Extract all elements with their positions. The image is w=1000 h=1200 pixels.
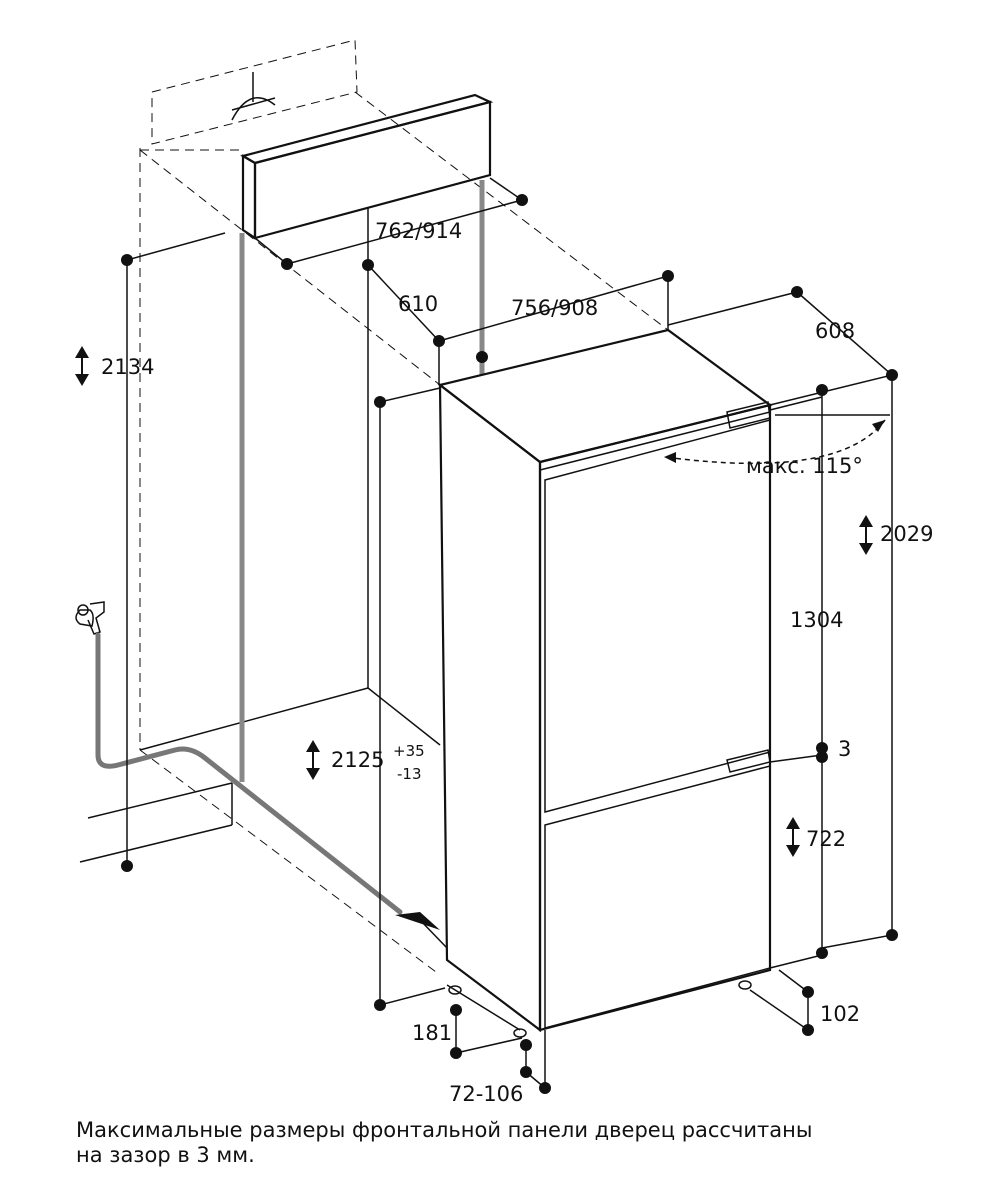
foot-range-label: 72-106 [449,1082,523,1106]
water-inlet-arrow-icon [395,912,440,930]
dimension-markers [121,194,898,1094]
niche-depth-label: 610 [398,292,438,316]
appliance-height-label: 2029 [880,522,933,546]
niche-outline [79,39,669,976]
fridge-body [437,328,773,1038]
top-width-label: 762/914 [375,219,462,243]
caption-line-1: Максимальные размеры фронтальной панели … [76,1118,813,1142]
electrical-outlet-icon [231,72,276,121]
tolerance-minus-label: -13 [397,765,422,783]
lower-door-height-label: 722 [806,827,846,851]
caption-line-2: на зазор в 3 мм. [76,1143,255,1167]
appliance-width-label: 756/908 [511,296,598,320]
adjustable-niche-height-label: 2125 [331,748,384,772]
niche-height-label: 2134 [101,355,154,379]
height-adjust-arrow-icons [75,346,885,857]
appliance-depth-label: 608 [815,319,855,343]
dimension-lines [126,177,893,1089]
water-tap-icon [75,601,105,635]
door-angle-label: макс. 115° [746,454,863,478]
caption-note: Максимальные размеры фронтальной панели … [76,1118,956,1168]
door-gap-label: 3 [838,737,851,761]
upper-door-height-label: 1304 [790,608,843,632]
plinth-height-label: 102 [820,1002,860,1026]
tolerance-plus-label: +35 [393,742,425,760]
plinth-depth-label: 181 [412,1021,452,1045]
water-hose [95,632,403,915]
